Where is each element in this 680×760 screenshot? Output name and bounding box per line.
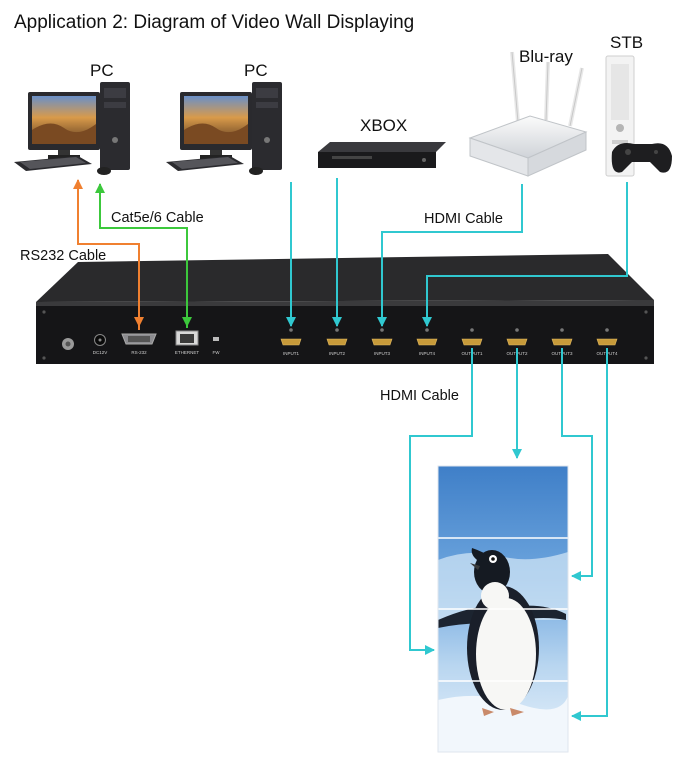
hdmi-input-2[interactable]: INPUT2 [326,328,348,356]
fw-port[interactable]: FW [213,337,221,355]
hdmi-cable-output-3 [561,348,593,581]
hdmi-output-cable-label: HDMI Cable [380,388,459,404]
ground-screw [62,338,74,350]
xbox-icon [318,142,446,168]
power-port[interactable]: DC12V [93,334,108,356]
pc2-label: PC [244,61,268,80]
pc1-label: PC [90,61,114,80]
pc2-icon [166,82,282,175]
input1-label: INPUT1 [283,351,300,356]
video-wall [437,465,569,753]
rs232-port-label: RS-232 [131,350,147,355]
stb-label: STB [610,33,644,52]
hdmi-cable-output-1 [409,348,473,655]
hdmi-input-1[interactable]: INPUT1 [280,328,302,356]
stb-icon [605,55,672,177]
hdmi-cable-input-3 [377,184,523,327]
hdmi-cable-input-4 [422,182,628,327]
input3-label: INPUT3 [374,351,391,356]
hdmi-input-3[interactable]: INPUT3 [371,328,393,356]
xbox-label: XBOX [360,116,408,135]
ethernet-port-label: ETHERNET [175,350,200,355]
fw-port-label: FW [213,350,221,355]
video-wall-controller [36,254,654,364]
hdmi-cable-output-4 [571,348,608,721]
power-port-label: DC12V [93,350,108,355]
input2-label: INPUT2 [329,351,346,356]
hdmi-input-4[interactable]: INPUT4 [416,328,438,356]
ethernet-port[interactable]: ETHERNET [175,330,200,355]
input4-label: INPUT4 [419,351,436,356]
cat5-cable-label: Cat5e/6 Cable [111,210,204,226]
diagram-title: Application 2: Diagram of Video Wall Dis… [14,12,415,33]
rs232-port[interactable]: RS-232 [121,333,157,355]
bluray-icon [468,51,588,177]
pc1-icon [14,82,130,175]
hdmi-input-cable-label: HDMI Cable [424,211,503,227]
rs232-cable-label: RS232 Cable [20,248,107,264]
bluray-label: Blu-ray [519,47,573,66]
penguin-icon [438,548,566,716]
